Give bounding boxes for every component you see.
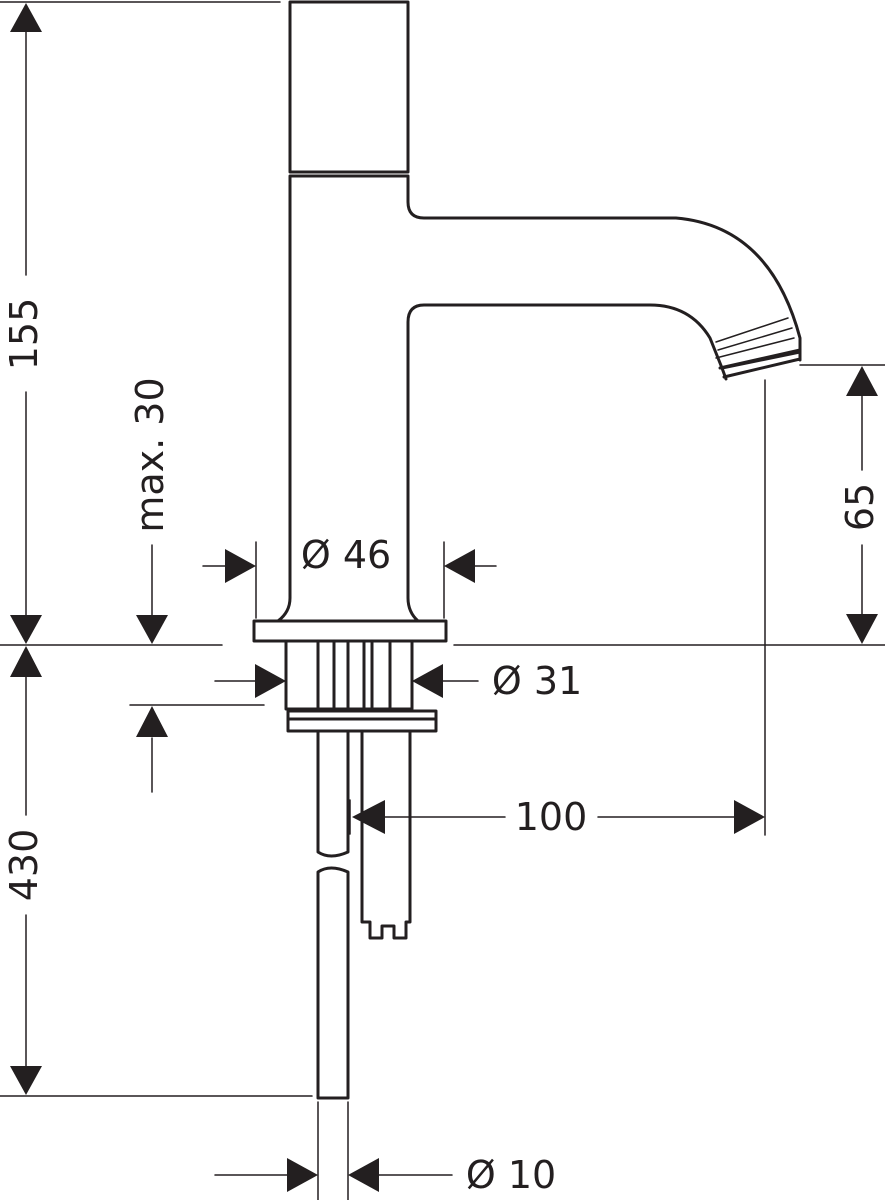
lock-nut bbox=[286, 709, 438, 733]
arrow-down-icon bbox=[846, 614, 878, 644]
arrow-up-icon bbox=[10, 646, 42, 677]
arrow-right-icon bbox=[734, 800, 765, 834]
arrow-left-icon bbox=[352, 800, 385, 834]
arrow-right-icon bbox=[255, 664, 286, 698]
arrow-right-icon bbox=[287, 1158, 318, 1192]
base-plate bbox=[252, 619, 448, 643]
arrow-left-icon bbox=[412, 664, 443, 698]
arrow-up-icon bbox=[10, 3, 42, 32]
dim-label-430: 430 bbox=[2, 829, 46, 902]
arrow-left-icon bbox=[348, 1158, 379, 1192]
arrow-right-icon bbox=[225, 549, 256, 583]
arrow-left-icon bbox=[444, 549, 475, 583]
dim-label-65: 65 bbox=[838, 483, 882, 531]
faucet-body bbox=[276, 0, 802, 623]
pull-rod bbox=[360, 729, 412, 940]
faucet-handle bbox=[288, 0, 410, 174]
mounting-shank bbox=[284, 639, 414, 711]
supply-hose bbox=[316, 729, 350, 1100]
arrow-down-icon bbox=[10, 615, 42, 644]
spout-aerator bbox=[718, 348, 802, 381]
spout-shading bbox=[715, 317, 795, 359]
dim-label-155: 155 bbox=[2, 298, 46, 371]
dim-label-diameter-31: Ø 31 bbox=[492, 659, 582, 703]
dim-label-diameter-10: Ø 10 bbox=[466, 1153, 556, 1197]
arrow-up-icon bbox=[136, 706, 168, 737]
dimension-lines bbox=[25, 27, 863, 1176]
dim-label-max30: max. 30 bbox=[128, 377, 172, 532]
arrow-down-icon bbox=[10, 1066, 42, 1095]
dimension-arrows bbox=[10, 3, 878, 1192]
arrow-up-icon bbox=[846, 366, 878, 396]
arrow-down-icon bbox=[136, 615, 168, 644]
dim-label-diameter-46: Ø 46 bbox=[301, 533, 391, 577]
dim-label-100: 100 bbox=[515, 795, 588, 839]
